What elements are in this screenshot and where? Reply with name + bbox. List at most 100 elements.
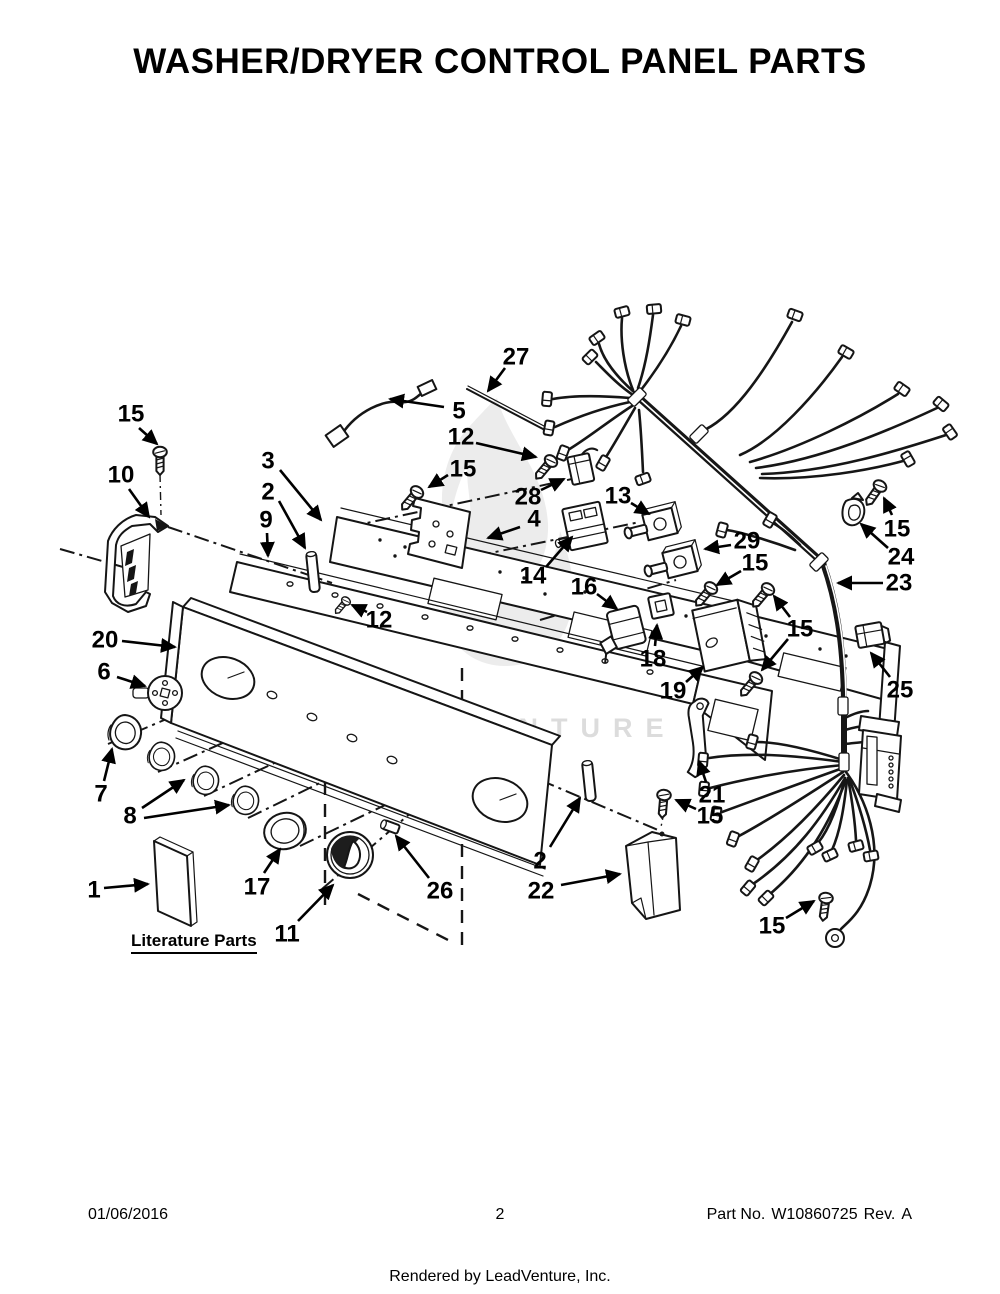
callout-label-13: 13: [605, 483, 632, 510]
footer-date: 01/06/2016: [88, 1206, 169, 1223]
callout-arrow-6: [116, 674, 147, 689]
callout-label-15: 15: [884, 516, 911, 543]
right-end-cap: [625, 831, 681, 920]
callout-label-16: 16: [571, 574, 598, 601]
callout-label-19: 19: [660, 678, 687, 705]
bracket-holes: [286, 581, 654, 675]
callout-arrow-8: [141, 778, 186, 810]
mounting-clip-25: [854, 621, 892, 649]
mounting-clip-18: [647, 592, 675, 620]
callout-label-15: 15: [742, 550, 769, 577]
callout-label-2: 2: [533, 848, 546, 875]
callout-arrow-22: [560, 869, 622, 887]
callout-arrow-15: [785, 899, 816, 920]
callout-arrow-21: [696, 759, 711, 783]
callout-label-15: 15: [759, 913, 786, 940]
callout-label-24: 24: [888, 544, 915, 571]
callout-arrow-20: [121, 637, 177, 653]
callout-label-11: 11: [274, 921, 299, 948]
callout-label-6: 6: [97, 659, 110, 686]
left-end-bracket: [104, 514, 169, 613]
callout-label-8: 8: [123, 803, 136, 830]
callout-label-5: 5: [452, 398, 465, 425]
callout-label-14: 14: [520, 563, 547, 590]
callout-arrow-3: [278, 469, 323, 522]
callout-label-20: 20: [92, 627, 119, 654]
callout-arrow-14: [545, 535, 574, 568]
callout-label-2: 2: [261, 479, 274, 506]
console-front-panel: [160, 597, 561, 877]
push-switch-13: [623, 501, 682, 542]
callout-arrow-15: [427, 473, 449, 489]
callout-label-17: 17: [244, 874, 271, 901]
callout-arrow-25: [869, 651, 892, 678]
literature-book: [153, 836, 198, 927]
rotary-switch-16: [599, 604, 647, 664]
callout-label-15: 15: [450, 456, 477, 483]
callout-arrow-9: [259, 532, 275, 558]
harness-clamp-24: [841, 492, 866, 527]
mounting-clip-28: [566, 447, 599, 486]
callout-arrow-10: [127, 488, 151, 519]
callout-label-23: 23: [886, 570, 913, 597]
selector-switch-14: [554, 500, 609, 552]
push-switch-29: [643, 539, 702, 580]
callout-label-15: 15: [787, 616, 814, 643]
knob-hub: [132, 675, 183, 711]
callout-arrow-13: [630, 500, 651, 516]
literature-parts-label: Literature Parts: [131, 931, 257, 954]
knob-large: [106, 714, 143, 751]
rendered-by-line: Rendered by LeadVenture, Inc.: [389, 1268, 611, 1285]
callout-arrow-18: [648, 623, 664, 647]
callout-arrow-17: [262, 847, 282, 874]
callout-arrow-27: [486, 367, 507, 393]
callout-label-25: 25: [887, 677, 914, 704]
callout-label-28: 28: [515, 484, 542, 511]
edge-connector: [858, 715, 902, 813]
callout-arrow-4: [486, 525, 521, 541]
spacer-stud: [380, 819, 401, 835]
callout-label-4: 4: [527, 506, 541, 533]
callout-arrow-5: [388, 393, 445, 409]
callout-arrow-15: [882, 496, 897, 516]
callout-arrow-26: [394, 834, 431, 879]
callout-label-21: 21: [699, 782, 726, 809]
callout-arrow-2: [548, 796, 582, 848]
callout-label-10: 10: [108, 462, 135, 489]
callout-label-27: 27: [503, 344, 530, 371]
callout-arrow-11: [297, 883, 335, 922]
footer-page-number: 2: [495, 1206, 505, 1223]
bracket-slots: [125, 549, 138, 596]
callout-arrow-1: [103, 877, 150, 893]
callout-arrow-16: [596, 592, 619, 611]
callout-arrow-12: [475, 441, 538, 462]
hinge-pin-lower: [581, 759, 597, 803]
callout-arrow-15: [138, 427, 159, 446]
hinge-pin-upper: [305, 550, 321, 594]
callout-arrow-15: [760, 638, 789, 672]
page-title: WASHER/DRYER CONTROL PANEL PARTS: [133, 42, 867, 81]
callout-label-12: 12: [366, 607, 393, 634]
callout-label-7: 7: [94, 781, 107, 808]
console-holes: [266, 690, 398, 765]
ribbon-cable: [324, 379, 438, 448]
callout-arrow-19: [685, 665, 705, 683]
callout-arrow-15: [772, 594, 792, 618]
callout-label-12: 12: [448, 424, 475, 451]
callout-label-9: 9: [259, 507, 272, 534]
callout-label-18: 18: [640, 646, 667, 673]
callout-arrow-12: [350, 603, 368, 618]
callout-arrow-24: [859, 522, 889, 549]
callout-label-15: 15: [697, 803, 724, 830]
timer-19: [691, 598, 767, 673]
callout-label-29: 29: [734, 528, 761, 555]
callout-arrow-2: [277, 500, 307, 550]
callout-arrow-15: [715, 569, 742, 587]
control-board: [407, 497, 471, 569]
callout-label-22: 22: [528, 878, 555, 905]
callout-label-26: 26: [427, 878, 454, 905]
